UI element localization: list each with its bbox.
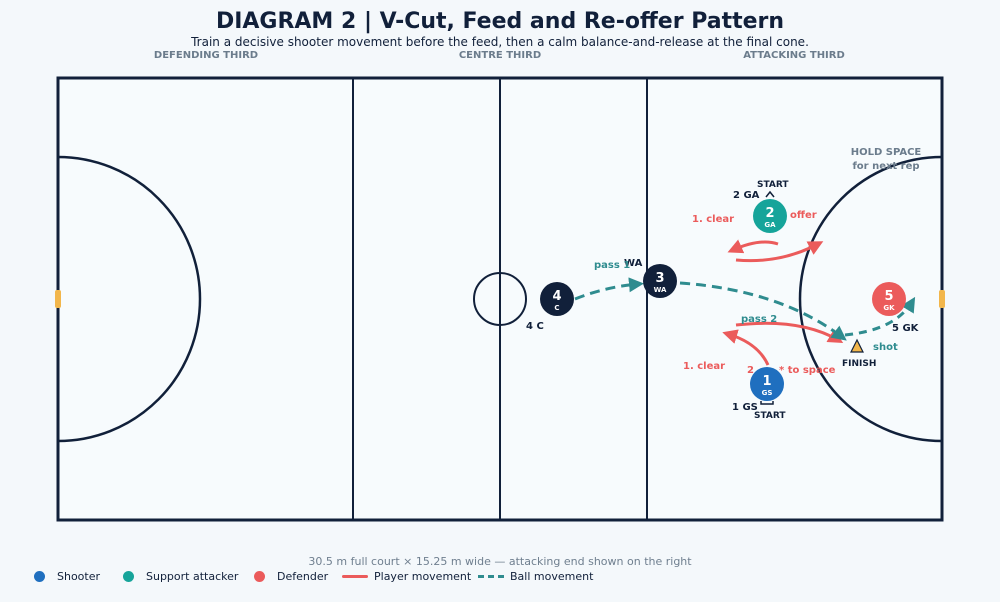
support-swatch-icon <box>123 571 134 582</box>
third-label-centre: CENTRE THIRD <box>458 50 542 61</box>
shot-label: shot <box>873 342 898 353</box>
player-gk-tag: 5 GK <box>892 323 920 334</box>
player-wa-token <box>643 264 677 298</box>
court-footnote: 30.5 m full court × 15.25 m wide — attac… <box>308 555 692 568</box>
player-c-number: 4 <box>552 289 561 304</box>
legend-item-support: Support attacker <box>123 570 238 583</box>
legend-label: Shooter <box>57 570 101 583</box>
player-gs-role: GS <box>762 389 773 397</box>
legend-label: Player movement <box>374 570 472 583</box>
hold-space-label: HOLD SPACE <box>851 147 922 158</box>
player-gk-token <box>872 282 906 316</box>
legend-item-defender: Defender <box>254 570 328 583</box>
player-c-tag: 4 C <box>526 321 544 332</box>
finish-label: FINISH <box>842 359 876 369</box>
player-ga-tag: 2 GA <box>733 190 760 201</box>
ga-offer-movement <box>735 241 824 263</box>
player-wa-number: 3 <box>655 271 664 286</box>
shooter-swatch-icon <box>34 571 45 582</box>
gs-cut-step: 2 <box>747 365 754 376</box>
ga-clear-movement <box>727 239 779 254</box>
ga-start-marker <box>765 190 775 198</box>
shot-path <box>844 296 916 337</box>
pass-2-path <box>679 281 847 341</box>
player-c-token <box>540 282 574 316</box>
diagram-title: DIAGRAM 2 | V-Cut, Feed and Re-offer Pat… <box>215 9 785 34</box>
gs-cut-movement <box>735 321 844 344</box>
pass-1-path <box>574 277 644 301</box>
goal-circle-right <box>798 155 942 443</box>
legend-label: Defender <box>277 570 329 583</box>
legend: Shooter Support attacker Defender Player… <box>0 570 1000 584</box>
third-label-attacking: ATTACKING THIRD <box>743 50 845 61</box>
player-ga-role: GA <box>764 221 776 229</box>
player-gs-tag: 1 GS <box>732 402 758 413</box>
gs-clear-label: 1. clear <box>683 361 725 372</box>
pass-2-label: pass 2 <box>741 314 777 325</box>
ga-start-label: START <box>757 180 789 190</box>
player-ga-token <box>753 199 787 233</box>
legend-item-player-movement: Player movement <box>342 570 471 583</box>
player-movement-swatch-icon <box>342 575 368 578</box>
pass-1-label: pass 1 <box>594 260 630 271</box>
ball-movement-swatch-icon <box>478 575 504 578</box>
diagram-subtitle: Train a decisive shooter movement before… <box>191 35 809 49</box>
ga-clear-label: 1. clear <box>692 214 734 225</box>
legend-item-ball-movement: Ball movement <box>478 570 593 583</box>
gs-clear-movement <box>722 329 770 366</box>
goal-circle-left <box>58 155 202 443</box>
legend-label: Ball movement <box>510 570 594 583</box>
player-wa-role: WA <box>654 286 667 294</box>
player-gs-token <box>750 367 784 401</box>
gs-start-label: START <box>754 411 786 421</box>
legend-label: Support attacker <box>146 570 239 583</box>
legend-item-shooter: Shooter <box>34 570 100 583</box>
player-gs-number: 1 <box>762 374 771 389</box>
centre-circle <box>473 272 527 326</box>
third-label-defending: DEFENDING THIRD <box>153 50 259 61</box>
player-wa-tag: WA <box>624 258 643 269</box>
gs-start-marker <box>760 401 774 405</box>
gs-cut-label: * to space <box>779 365 836 376</box>
defender-swatch-icon <box>254 571 265 582</box>
goal-post-right <box>939 290 945 308</box>
hold-space-sublabel: for next rep <box>852 161 919 172</box>
player-gk-role: GK <box>883 304 895 312</box>
ga-offer-label: offer <box>790 210 817 221</box>
player-ga-number: 2 <box>765 206 774 221</box>
goal-post-left <box>55 290 61 308</box>
finish-cone-icon <box>850 338 864 353</box>
player-gk-number: 5 <box>884 289 893 304</box>
player-c-role: C <box>554 304 559 312</box>
